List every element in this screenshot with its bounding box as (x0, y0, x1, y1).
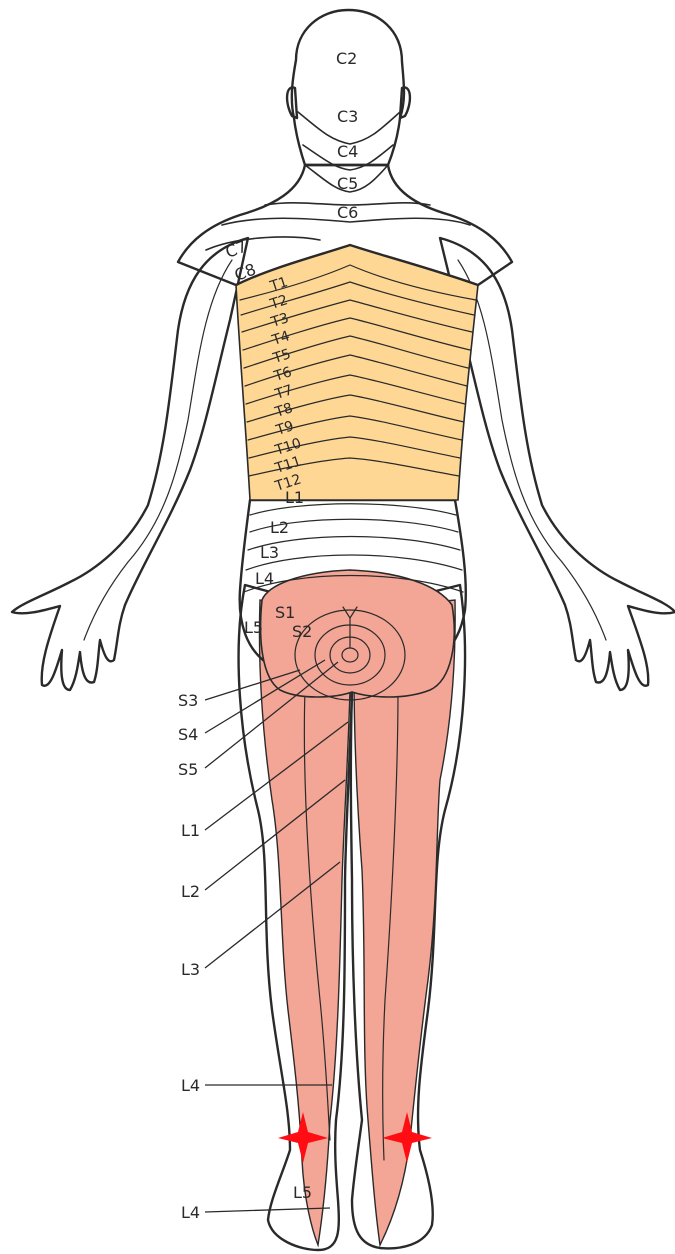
callout-l3: L3 (181, 960, 200, 979)
callout-s3: S3 (178, 691, 198, 710)
label-c6: C6 (337, 203, 358, 222)
callout-s4: S4 (178, 725, 198, 744)
left-arm (12, 238, 248, 690)
sacral-region (261, 570, 455, 697)
label-l5: L5 (244, 618, 263, 637)
label-l4: L4 (255, 569, 274, 588)
label-foot-l5: L5 (293, 1183, 312, 1202)
label-l1: L1 (285, 488, 304, 507)
callout-l4-upper: L4 (181, 1076, 200, 1095)
label-c2: C2 (336, 49, 357, 68)
label-c7: C7 (223, 237, 250, 262)
label-c5: C5 (337, 174, 358, 193)
callout-l2: L2 (181, 882, 200, 901)
label-s2: S2 (292, 622, 312, 641)
label-l2: L2 (270, 518, 289, 537)
label-s1: S1 (275, 603, 295, 622)
label-c4: C4 (337, 142, 358, 161)
callout-l4-lower: L4 (181, 1203, 200, 1222)
label-c3: C3 (337, 107, 358, 126)
callout-s5: S5 (178, 760, 198, 779)
label-l3: L3 (260, 543, 279, 562)
callout-l1: L1 (181, 821, 200, 840)
